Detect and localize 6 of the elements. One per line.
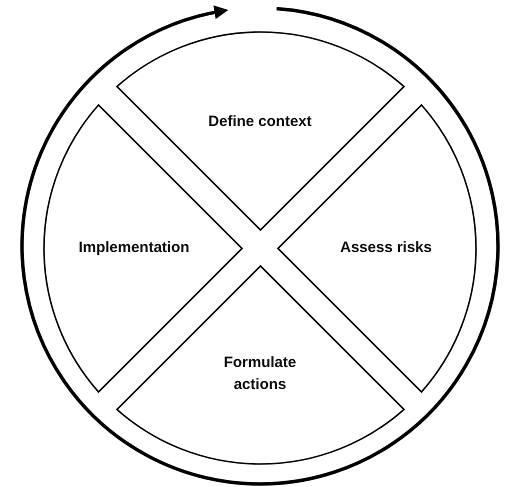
sector-label: Assess risks [339,238,433,258]
sector-label: Define context [207,112,313,132]
sector-shape [116,266,404,464]
sector-label: Implementation [78,238,190,258]
sector-shape [116,32,404,230]
sector-label: Formulate actions [222,353,298,395]
